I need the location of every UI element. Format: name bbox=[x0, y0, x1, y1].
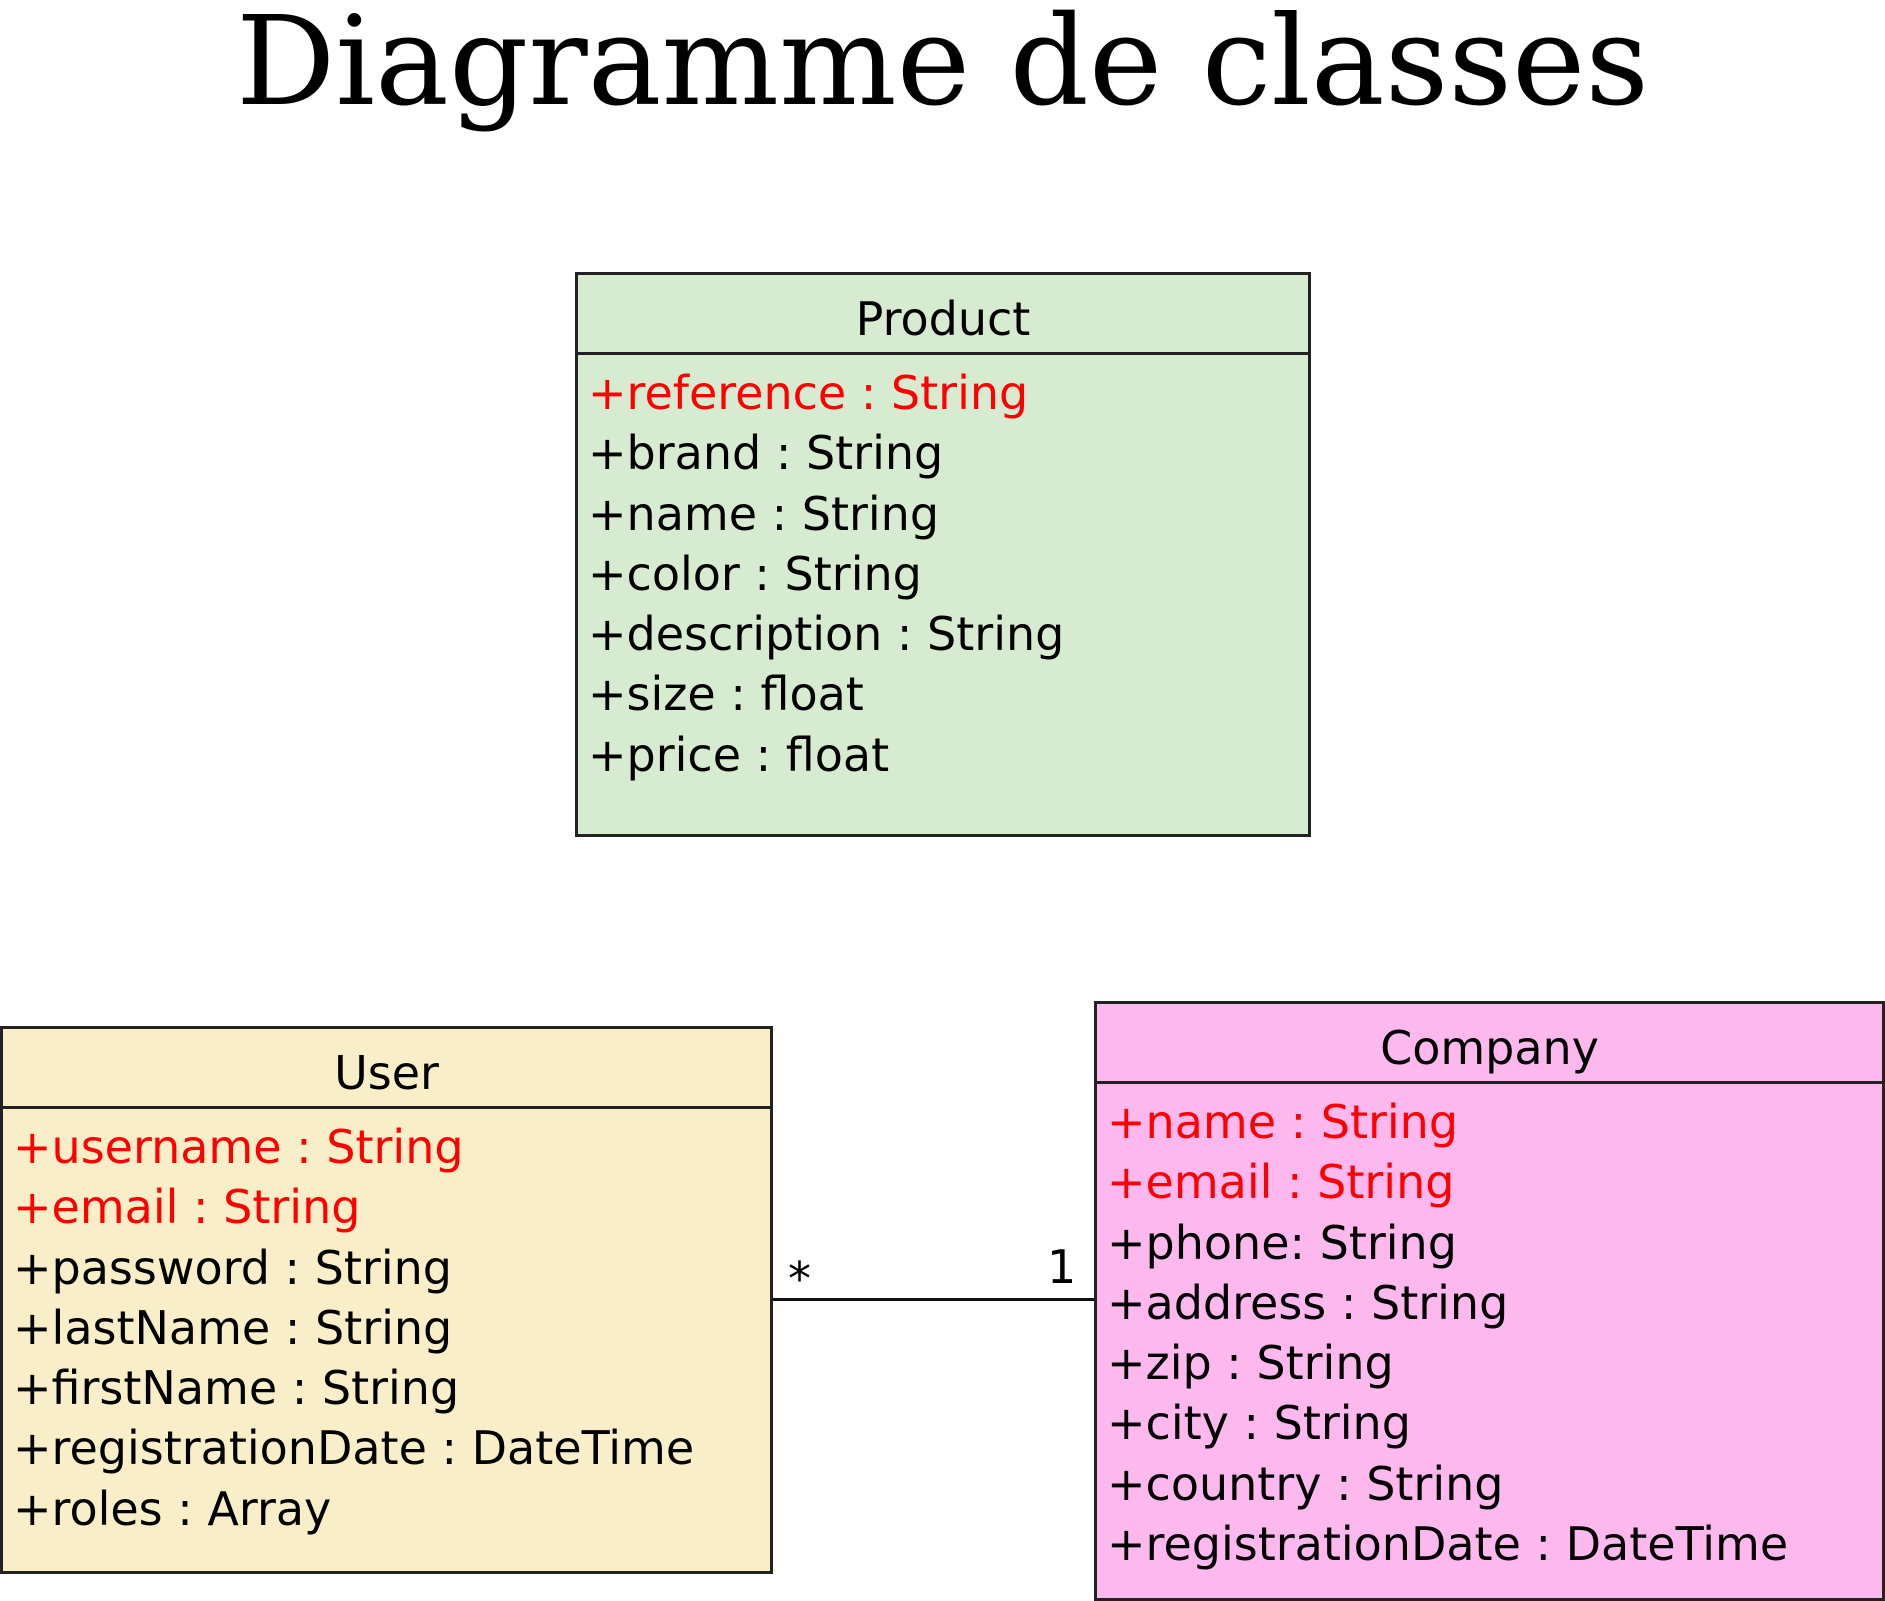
attribute-user-email: +email : String bbox=[13, 1180, 361, 1235]
attribute-product-name: +name : String bbox=[588, 486, 940, 541]
attribute-list-product: +reference : String +brand : String +nam… bbox=[578, 355, 1308, 785]
attribute-company-country: +country : String bbox=[1107, 1456, 1504, 1511]
attribute-product-brand: +brand : String bbox=[588, 426, 944, 481]
multiplicity-user: * bbox=[788, 1252, 811, 1306]
attribute-company-city: +city : String bbox=[1107, 1396, 1411, 1451]
association-line bbox=[773, 1298, 1094, 1301]
attribute-product-size: +size : float bbox=[588, 667, 864, 722]
attribute-product-reference: +reference : String bbox=[588, 366, 1029, 420]
attribute-list-user: +username : String +email : String +pass… bbox=[3, 1109, 770, 1539]
class-box-user: User +username : String +email : String … bbox=[0, 1026, 773, 1574]
attribute-company-phone: +phone: String bbox=[1107, 1215, 1457, 1270]
attribute-product-color: +color : String bbox=[588, 546, 922, 601]
attribute-user-registrationdate: +registrationDate : DateTime bbox=[13, 1421, 695, 1476]
attribute-company-name: +name : String bbox=[1107, 1095, 1459, 1149]
attribute-user-lastname: +lastName : String bbox=[13, 1300, 453, 1355]
multiplicity-company: 1 bbox=[1047, 1240, 1077, 1294]
attribute-user-firstname: +firstName : String bbox=[13, 1361, 460, 1416]
diagram-title: Diagramme de classes bbox=[235, 0, 1650, 134]
attribute-product-description: +description : String bbox=[588, 607, 1065, 662]
attribute-user-password: +password : String bbox=[13, 1240, 452, 1295]
class-box-product: Product +reference : String +brand : Str… bbox=[575, 272, 1311, 837]
attribute-list-company: +name : String +email : String +phone: S… bbox=[1097, 1084, 1882, 1574]
attribute-company-registrationdate: +registrationDate : DateTime bbox=[1107, 1517, 1789, 1572]
attribute-product-price: +price : float bbox=[588, 727, 890, 782]
class-box-company: Company +name : String +email : String +… bbox=[1094, 1001, 1885, 1601]
attribute-user-roles: +roles : Array bbox=[13, 1481, 332, 1536]
attribute-user-username: +username : String bbox=[13, 1120, 464, 1174]
class-name-product: Product bbox=[578, 275, 1308, 355]
attribute-company-address: +address : String bbox=[1107, 1275, 1509, 1330]
attribute-company-zip: +zip : String bbox=[1107, 1336, 1394, 1391]
class-name-user: User bbox=[3, 1029, 770, 1109]
class-name-company: Company bbox=[1097, 1004, 1882, 1084]
attribute-company-email: +email : String bbox=[1107, 1155, 1455, 1210]
